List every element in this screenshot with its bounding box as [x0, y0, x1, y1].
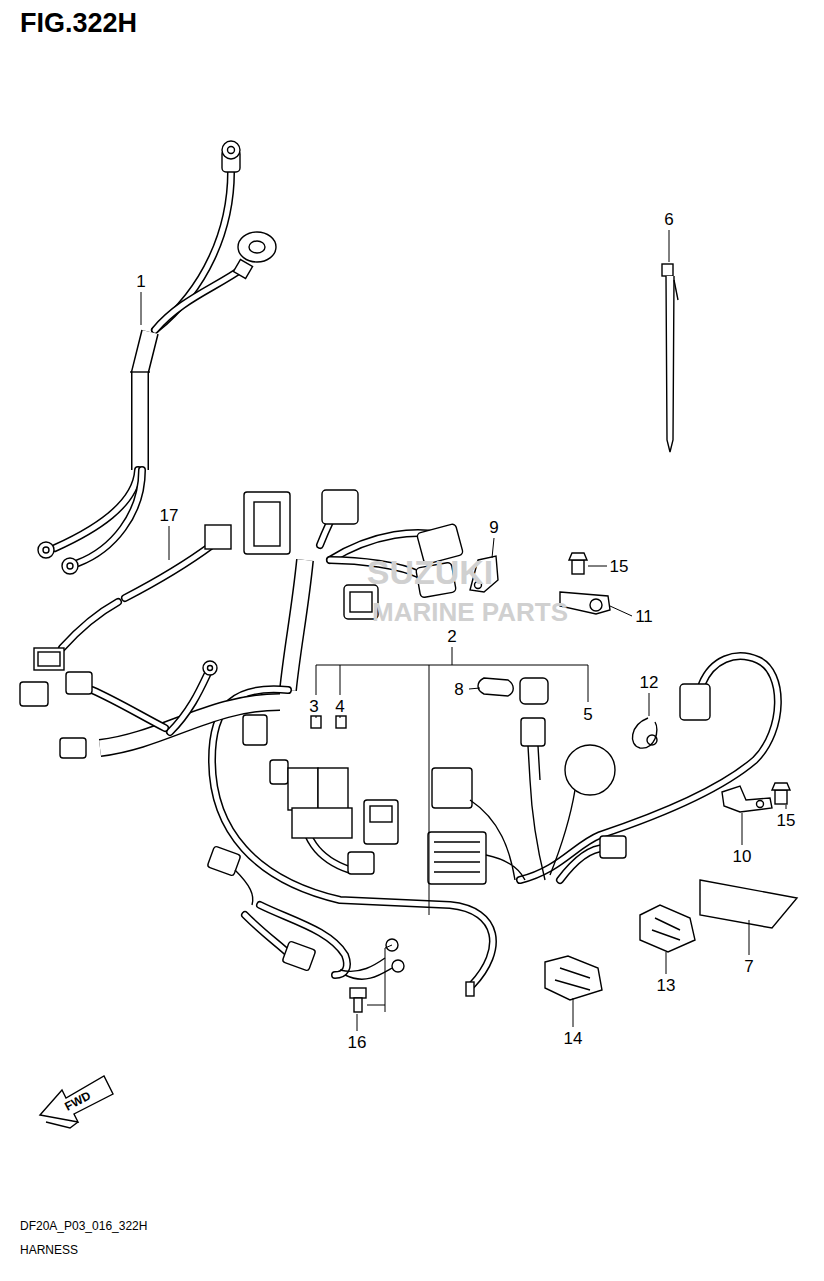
callout-number: 15	[610, 558, 629, 575]
callout-number: 13	[657, 977, 676, 994]
figure-code: DF20A_P03_016_322H	[20, 1220, 147, 1232]
callout-number: 12	[640, 674, 659, 691]
callout-number: 3	[309, 698, 318, 715]
callout-number: 7	[744, 958, 753, 975]
callout-number: 2	[447, 628, 456, 645]
callout-number: 5	[583, 706, 592, 723]
callout-number: 6	[664, 211, 673, 228]
callout-number: 11	[635, 608, 653, 625]
callout-number: 14	[564, 1030, 583, 1047]
callout-number: 1	[136, 273, 145, 290]
callout-number: 10	[733, 848, 752, 865]
callout-number: 4	[335, 698, 344, 715]
watermark: MARINE PARTS	[372, 599, 568, 625]
fwd-arrow	[40, 1076, 113, 1122]
callout-number: 8	[454, 681, 463, 698]
callout-number: 9	[489, 519, 498, 536]
leader-lines	[141, 230, 786, 1031]
figure-title: FIG.322H	[20, 10, 137, 37]
callout-number: 17	[160, 507, 179, 524]
callout-number: 15	[777, 812, 796, 829]
callout-number: 16	[348, 1034, 367, 1051]
leader-line	[385, 945, 392, 948]
caption-text: HARNESS	[20, 1244, 78, 1256]
watermark: SUZUKI	[367, 555, 494, 589]
